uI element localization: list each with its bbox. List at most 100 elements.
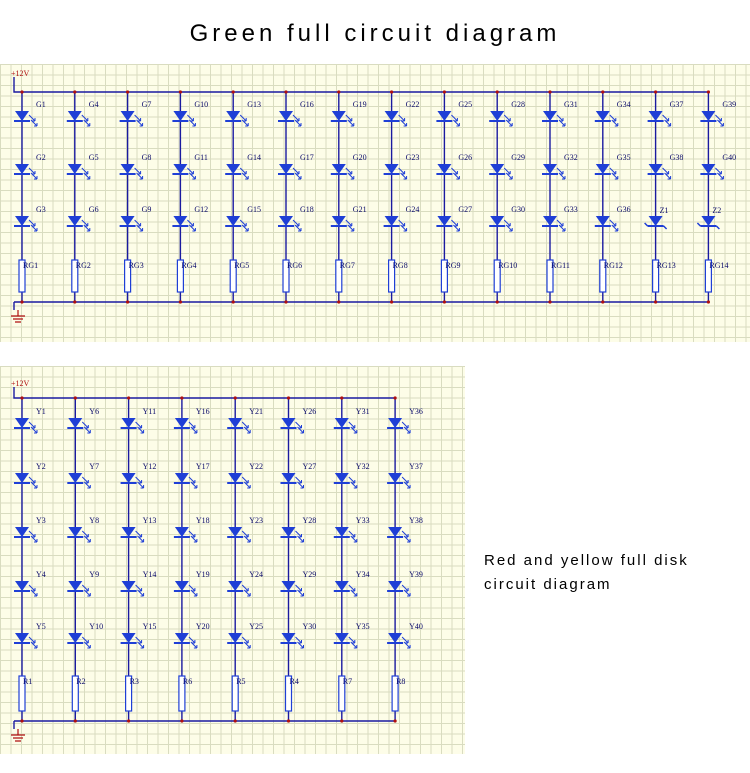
component-label: Y37 [409, 462, 423, 471]
junction-node [20, 396, 24, 400]
light-arrows [662, 167, 672, 180]
junction-node [390, 300, 394, 304]
diode-triangle [388, 633, 403, 643]
junction-node [73, 396, 77, 400]
diode-triangle [15, 418, 29, 428]
component-label: G29 [511, 153, 525, 162]
diode-triangle [595, 164, 610, 174]
diode-triangle [490, 111, 505, 121]
resistor-body [338, 675, 346, 712]
diode-triangle [228, 418, 243, 428]
junction-node [178, 90, 182, 94]
led-diode: G2 [14, 153, 46, 180]
light-arrows [609, 114, 619, 127]
diode-triangle [648, 111, 663, 121]
resistor: RG5 [229, 259, 249, 293]
junction-node [20, 90, 24, 94]
light-arrows [81, 421, 91, 434]
diode-triangle [68, 418, 83, 428]
led-diode: Y18 [173, 516, 210, 543]
junction-node [548, 300, 552, 304]
component-label: RG5 [234, 261, 249, 270]
light-arrows [28, 219, 38, 232]
resistor-body [284, 675, 293, 712]
light-arrows [348, 421, 358, 434]
diode-triangle [281, 633, 296, 643]
resistor-body [176, 259, 184, 293]
resistor: RG10 [493, 259, 517, 293]
side-caption-line2: circuit diagram [484, 576, 612, 593]
component-label: G13 [247, 100, 261, 109]
resistor: RG4 [176, 259, 197, 293]
light-arrows [241, 584, 251, 597]
light-arrows [715, 167, 724, 180]
junction-node [73, 300, 77, 304]
component-label: G34 [617, 100, 631, 109]
light-arrows [135, 476, 145, 489]
led-diode: G28 [489, 100, 525, 127]
led-diode: G17 [278, 153, 314, 180]
resistor: RG8 [388, 259, 408, 293]
diode-triangle [173, 164, 188, 174]
led-diode: G12 [172, 205, 208, 232]
component-label: R6 [183, 677, 192, 686]
diode-triangle [226, 164, 241, 174]
led-diode: G37 [647, 100, 684, 127]
component-label: G18 [300, 205, 314, 214]
junction-node [286, 396, 291, 400]
led-diode: Y26 [280, 407, 317, 434]
led-diode: Y38 [387, 516, 423, 543]
component-label: Y12 [143, 462, 157, 471]
resistor-body [18, 675, 26, 712]
component-label: Y23 [249, 516, 263, 525]
led-diode: G34 [594, 100, 631, 127]
component-label: G37 [670, 100, 684, 109]
led-diode: G35 [594, 153, 631, 180]
component-label: G11 [194, 153, 207, 162]
led-diode: Y19 [173, 570, 210, 597]
diode-triangle [543, 216, 557, 226]
component-label: Y9 [89, 570, 99, 579]
junction-node [73, 90, 77, 94]
diode-triangle [174, 473, 189, 483]
zener-diode: Z2 [696, 206, 721, 230]
led-diode: G9 [119, 205, 151, 232]
diode-triangle [15, 633, 29, 643]
led-diode: G13 [225, 100, 261, 127]
light-arrows [239, 114, 249, 127]
component-label: Y28 [303, 516, 317, 525]
component-label: R1 [23, 677, 32, 686]
resistor-body [71, 259, 79, 293]
resistor: R8 [391, 675, 405, 712]
component-label: Y11 [143, 407, 156, 416]
led-diode: G7 [119, 100, 151, 127]
component-label: G24 [406, 205, 420, 214]
resistor-body [124, 675, 133, 712]
led-diode: Y15 [120, 622, 156, 649]
diode-triangle [331, 164, 346, 174]
component-label: RG3 [129, 261, 144, 270]
junction-node [231, 300, 235, 304]
diode-triangle [173, 216, 188, 226]
ground-symbol [11, 310, 25, 323]
led-diode: G26 [436, 153, 472, 180]
component-label: Y26 [303, 407, 317, 416]
junction-node [393, 396, 397, 400]
light-arrows [348, 636, 358, 649]
junction-node [178, 300, 182, 304]
component-label: R7 [343, 677, 352, 686]
ground-lines [11, 310, 25, 323]
diode-triangle [68, 527, 83, 537]
resistor-body [493, 259, 501, 293]
light-arrows [81, 114, 91, 127]
component-label: Y38 [409, 516, 423, 525]
diode-triangle [490, 164, 505, 174]
light-arrows [451, 114, 460, 127]
diode-triangle [437, 164, 452, 174]
component-label: Y36 [409, 407, 423, 416]
led-diode: Y11 [120, 407, 156, 434]
component-label: Y34 [356, 570, 370, 579]
component-label: Y31 [356, 407, 370, 416]
junction-node [340, 396, 344, 400]
light-arrows [81, 219, 91, 232]
